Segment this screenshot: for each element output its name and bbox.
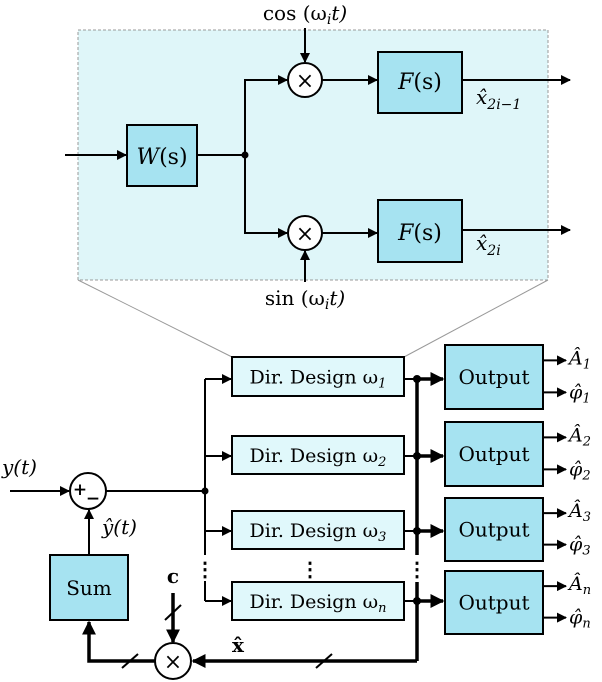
main-diagram: y(t) + − ⋮ ⋮ ⋮ Dir. Design ω1 Output Â1 φ̂1…: [1, 344, 591, 680]
dir-design-block-1: [231, 356, 405, 397]
dir-design-block-4: [231, 581, 405, 621]
output-block-3: [444, 497, 544, 562]
svg-text:×: ×: [164, 650, 182, 675]
detail-panel: W(s) × × cos (ωit) sin (ωit) F(s) F(s) x…: [65, 1, 571, 358]
output-block-2: [444, 421, 544, 487]
c-label: c: [167, 564, 179, 588]
sum-block-label: Sum: [66, 576, 112, 600]
w-block-label: W(s): [136, 145, 187, 170]
zoom-guide-left: [77, 279, 233, 358]
output-bottom-label: x̂2i: [476, 231, 501, 259]
amplitude-label: Â3: [567, 499, 591, 525]
ellipsis: ⋮: [407, 557, 427, 581]
summing-junction: + −: [69, 472, 107, 510]
dir-design-label: Dir. Design ω3: [250, 520, 387, 545]
ellipsis: ⋮: [195, 557, 215, 581]
amplitude-label: Â1: [567, 346, 591, 372]
phase-label: φ̂3: [569, 534, 591, 559]
output-block-label: Output: [458, 442, 529, 466]
multiplier-feedback: ×: [154, 642, 192, 680]
dir-design-label: Dir. Design ω1: [250, 367, 387, 392]
svg-text:+: +: [73, 480, 87, 500]
output-block-label: Output: [458, 365, 529, 389]
output-block-label: Output: [458, 591, 529, 615]
sum-block: [49, 554, 129, 621]
ellipsis: ⋮: [300, 557, 320, 581]
svg-text:×: ×: [296, 69, 314, 94]
dir-design-label: Dir. Design ω2: [250, 445, 387, 470]
sin-label: sin (ωit): [265, 286, 345, 313]
input-label: y(t): [1, 455, 37, 479]
f-block-top-label: F(s): [397, 70, 442, 95]
phase-label: φ̂n: [569, 607, 591, 632]
f-block-bottom: [377, 199, 463, 263]
amplitude-label: Ân: [567, 572, 591, 598]
output-top-label: x̂2i−1: [476, 85, 521, 113]
multiplier-cos: ×: [287, 62, 323, 98]
output-block-1: [444, 344, 544, 410]
svg-text:−: −: [86, 489, 100, 509]
phase-label: φ̂2: [569, 458, 591, 483]
f-block-bottom-label: F(s): [397, 221, 442, 246]
output-block-4: [444, 570, 544, 635]
svg-text:×: ×: [296, 222, 314, 247]
multiplier-sin: ×: [287, 215, 323, 251]
cos-label: cos (ωit): [263, 1, 347, 28]
estimate-label: ŷ(t): [101, 515, 137, 539]
dir-design-label: Dir. Design ωn: [250, 591, 387, 616]
zoom-guide-right: [403, 279, 549, 358]
xhat-label: x̂: [232, 633, 245, 657]
f-block-top: [377, 51, 463, 114]
amplitude-label: Â2: [567, 423, 591, 449]
phase-label: φ̂1: [569, 381, 591, 406]
output-block-label: Output: [458, 518, 529, 542]
